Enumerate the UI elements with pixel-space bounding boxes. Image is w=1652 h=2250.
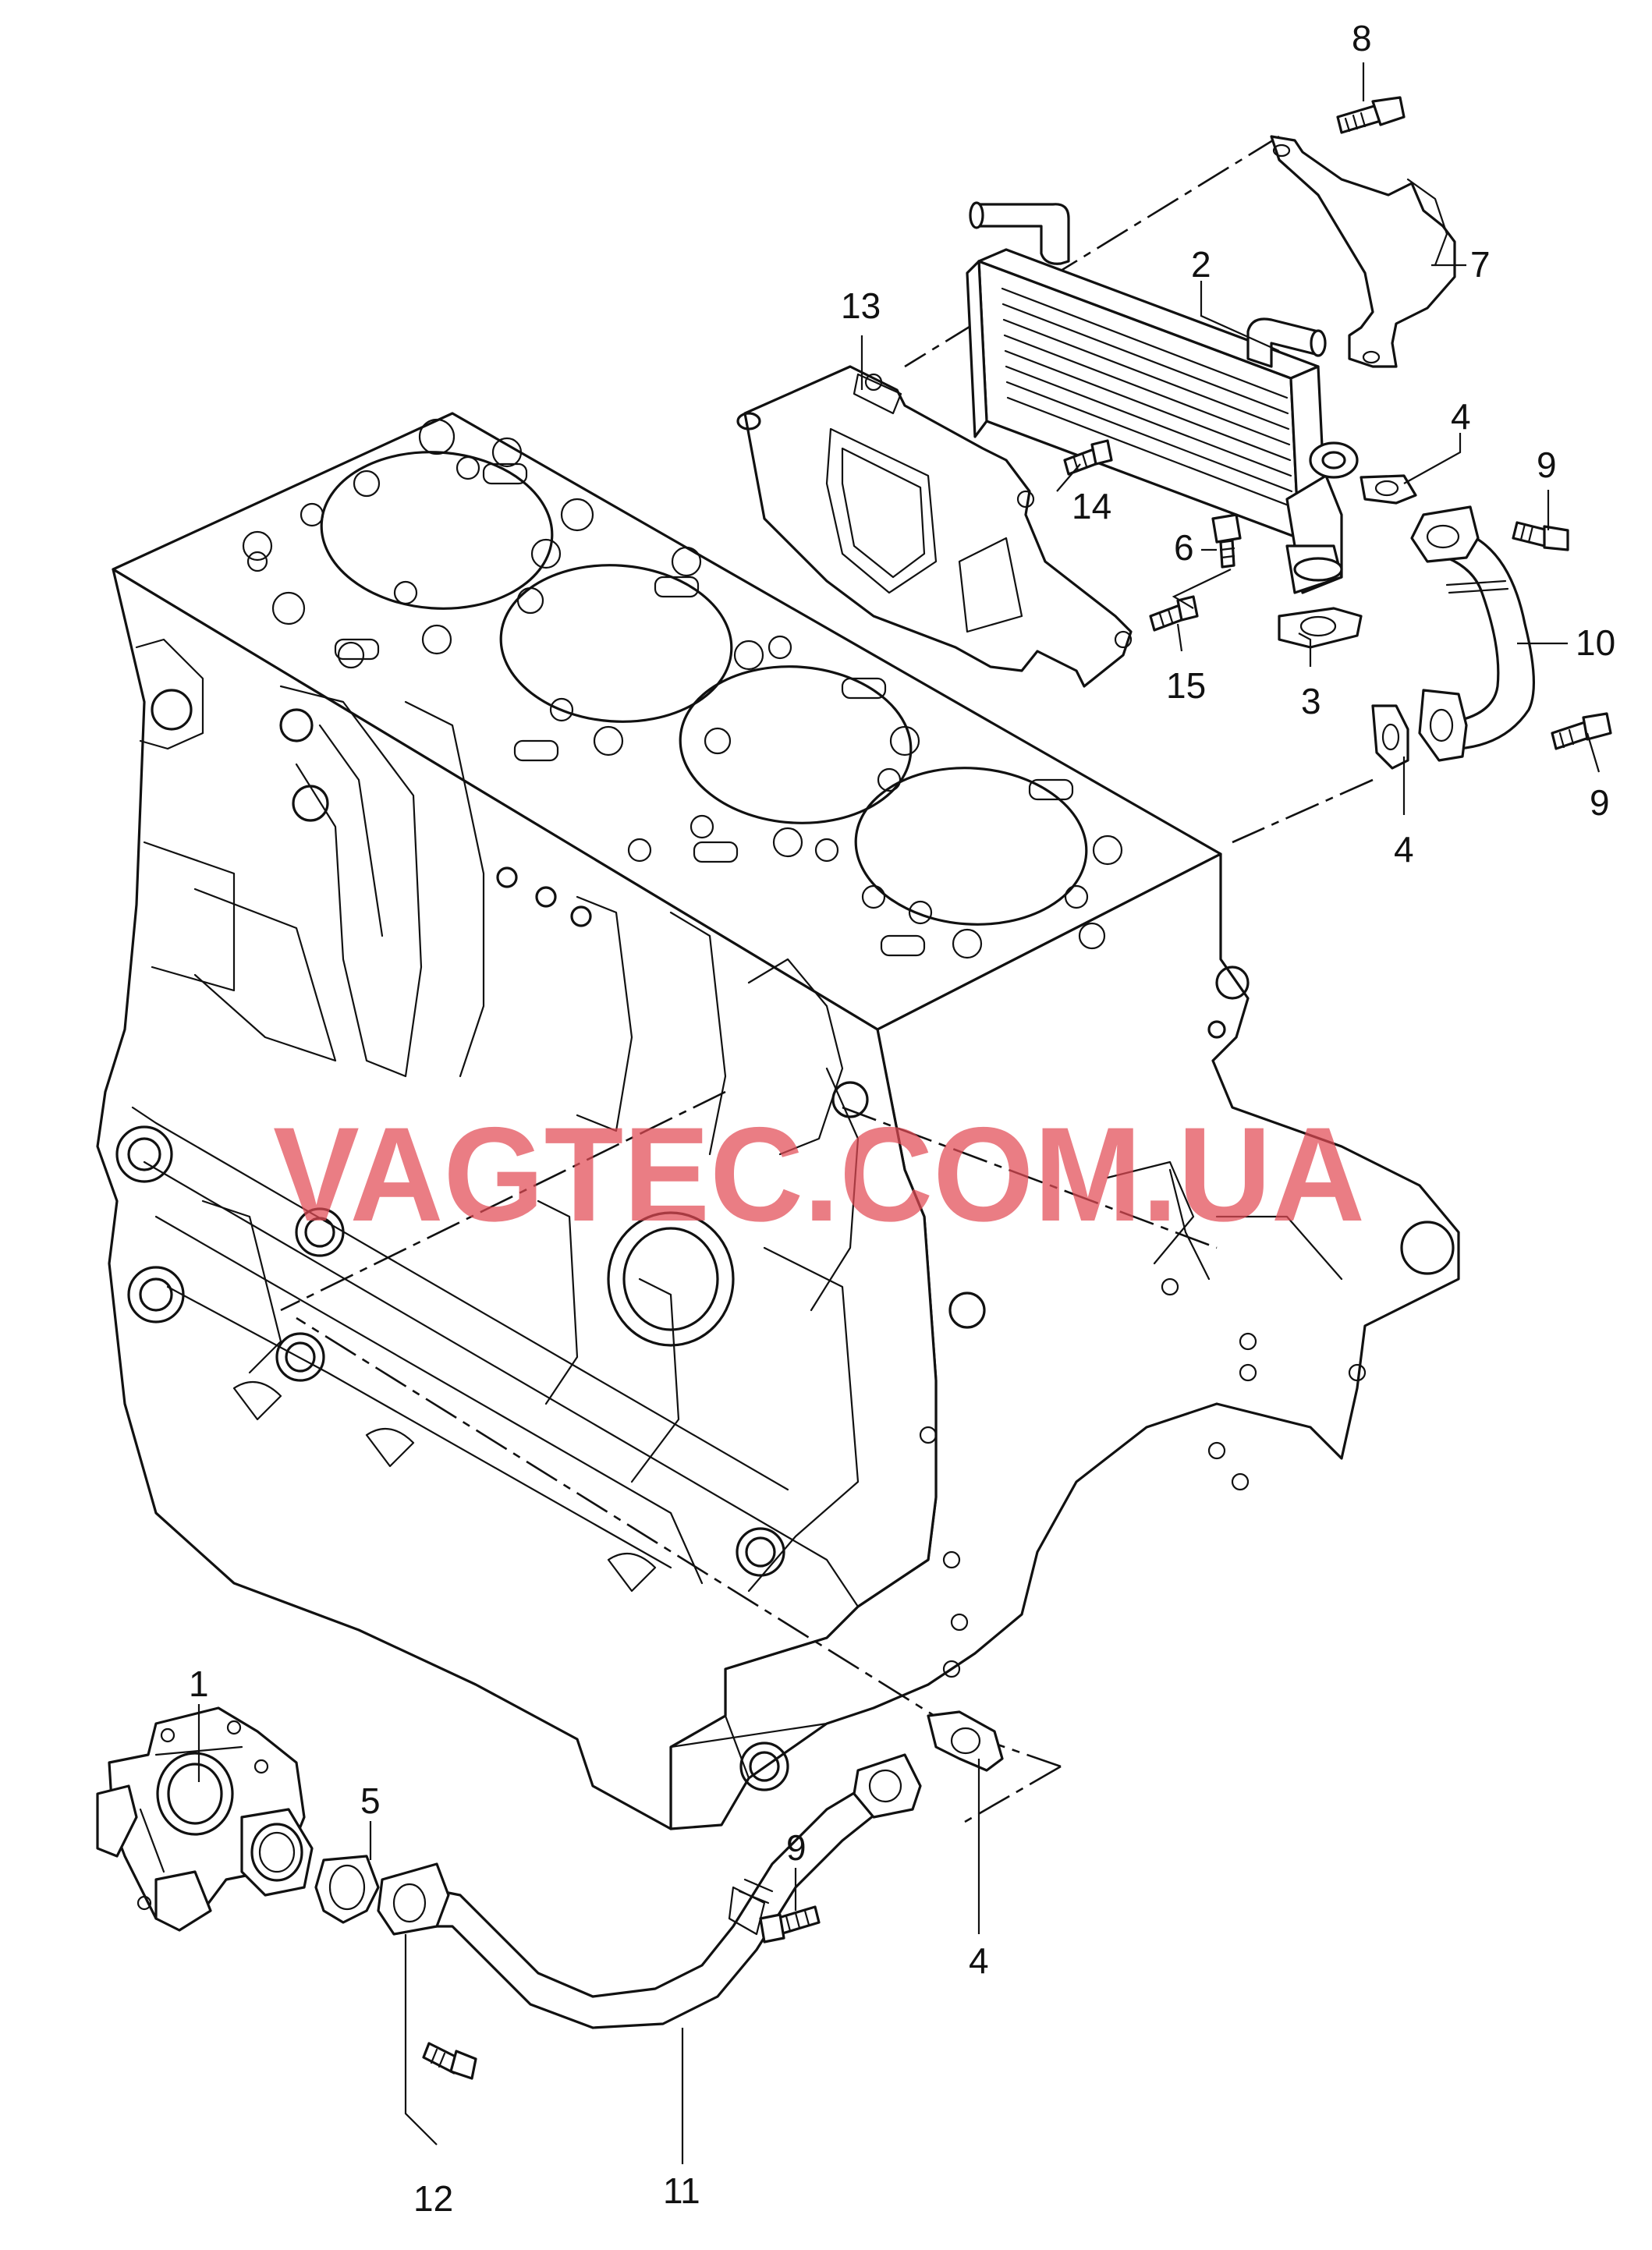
callout-9: 9 — [1537, 445, 1557, 485]
bolt-9-upper — [1512, 521, 1569, 551]
engine-block — [96, 412, 1460, 1830]
egr-cooler — [966, 201, 1359, 594]
callout-15: 15 — [1166, 665, 1206, 706]
egr-pipe-lower — [377, 1753, 922, 2029]
bolt-9-middle — [1551, 712, 1612, 750]
callout-4: 4 — [1451, 396, 1471, 437]
callout-8: 8 — [1352, 18, 1372, 58]
bolt-12 — [422, 2042, 477, 2080]
callout-6: 6 — [1174, 527, 1194, 568]
bolt-15 — [1149, 595, 1199, 632]
callout-4: 4 — [1394, 829, 1414, 870]
cooler-bracket — [1270, 135, 1456, 368]
assembly-lines — [280, 135, 1374, 1827]
callout-labels: 8 7 2 13 4 9 14 6 10 15 3 9 4 1 5 9 4 11… — [189, 18, 1615, 2219]
bracket-plate — [736, 365, 1133, 688]
callout-10: 10 — [1576, 622, 1615, 663]
watermark-text: VAGTEC.COM.UA — [273, 1100, 1365, 1249]
gasket-3 — [1278, 607, 1363, 649]
callout-5: 5 — [360, 1781, 381, 1821]
gasket-4-upper — [1360, 474, 1417, 505]
bolt-9-lower — [759, 1905, 821, 1944]
callout-11: 11 — [663, 2170, 700, 2211]
gasket-4-middle — [1371, 704, 1409, 770]
bolt-14 — [1063, 439, 1113, 476]
callout-12: 12 — [413, 2178, 453, 2219]
callout-1: 1 — [189, 1664, 209, 1704]
gasket-5 — [314, 1855, 380, 1924]
callout-14: 14 — [1072, 486, 1111, 526]
gasket-4-lower — [927, 1710, 1004, 1772]
egr-valve — [96, 1706, 314, 1932]
callout-13: 13 — [841, 285, 881, 326]
bolt-8 — [1336, 96, 1406, 134]
callout-4: 4 — [969, 1940, 989, 1981]
callout-2: 2 — [1191, 244, 1211, 285]
bolt-6 — [1211, 513, 1242, 569]
leader-lines — [197, 62, 1601, 2164]
callout-9: 9 — [786, 1827, 807, 1868]
callout-7: 7 — [1470, 244, 1491, 285]
egr-pipe-upper — [1410, 505, 1536, 762]
callout-9: 9 — [1590, 782, 1610, 823]
callout-3: 3 — [1301, 681, 1321, 721]
